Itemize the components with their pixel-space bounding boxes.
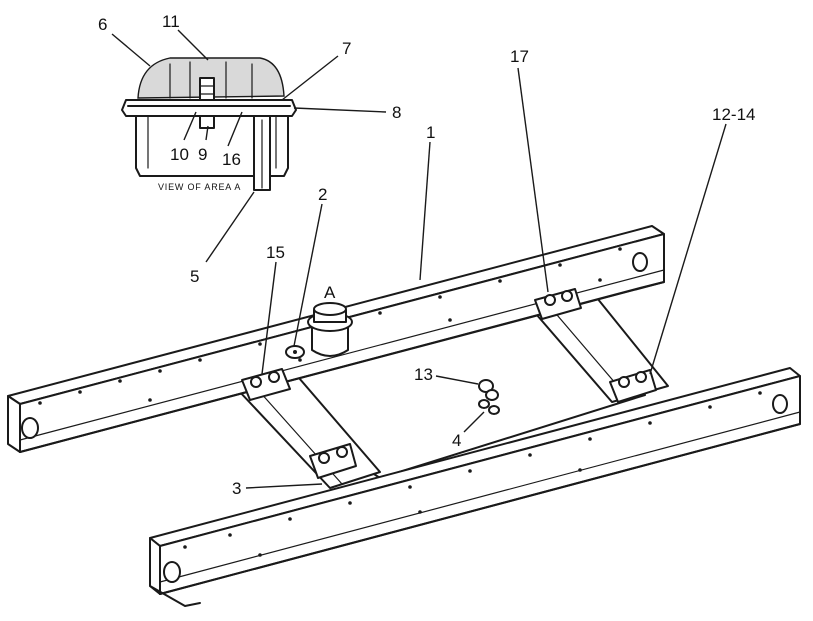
detail-view-area-a: VIEW OF AREA A xyxy=(121,57,297,192)
near-rail-rivets xyxy=(183,391,762,557)
callout-17: 17 xyxy=(510,47,529,66)
callout-16: 16 xyxy=(222,150,241,169)
fitting-4 xyxy=(478,399,500,415)
mount-a xyxy=(307,302,353,357)
callout-6: 6 xyxy=(98,15,107,34)
callout-7: 7 xyxy=(342,39,351,58)
callout-13: 13 xyxy=(414,365,433,384)
callout-5: 5 xyxy=(190,267,199,286)
callout-2: 2 xyxy=(318,185,327,204)
near-rail-front-hole xyxy=(163,561,181,583)
far-rail-rivets xyxy=(38,247,622,405)
bolt-plate-12-14 xyxy=(609,369,657,403)
leader-lines xyxy=(111,29,727,489)
callout-3: 3 xyxy=(232,479,241,498)
callout-15: 15 xyxy=(266,243,285,262)
callout-1: 1 xyxy=(426,123,435,142)
far-rail-rear-hole xyxy=(632,252,648,272)
callout-12-14: 12-14 xyxy=(712,105,755,124)
fitting-13 xyxy=(478,379,499,401)
callout-8: 8 xyxy=(392,103,401,122)
callout-10: 10 xyxy=(170,145,189,164)
near-side-rail xyxy=(149,367,801,607)
bolt-plate-3 xyxy=(309,443,357,479)
near-rail-rear-hole xyxy=(772,394,788,414)
bolt-plate-17 xyxy=(534,288,582,320)
bolt-plate-15 xyxy=(241,368,291,401)
callout-4: 4 xyxy=(452,431,461,450)
callout-9: 9 xyxy=(198,145,207,164)
detail-caption: VIEW OF AREA A xyxy=(158,182,241,192)
nut-2 xyxy=(285,345,305,359)
far-rail-front-hole xyxy=(21,417,39,439)
callout-area-a: A xyxy=(324,283,336,302)
callout-11: 11 xyxy=(162,12,180,31)
callout-labels: 6 11 7 8 10 9 16 5 2 1 17 12-14 15 A 3 1… xyxy=(98,12,755,498)
